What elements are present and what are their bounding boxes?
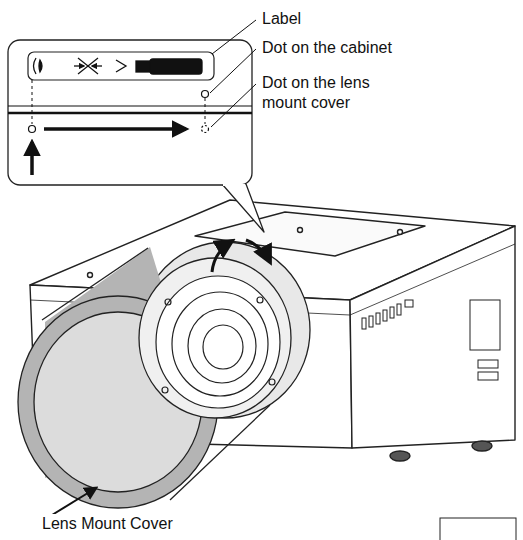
up-arrow <box>30 142 34 175</box>
cabinet-dot <box>202 91 209 98</box>
alignment-guide <box>205 98 206 124</box>
side-face <box>350 226 515 448</box>
label-icons <box>34 58 203 74</box>
foot <box>390 451 410 461</box>
rotation-arrows <box>212 240 270 272</box>
callout-label: Label <box>260 9 303 29</box>
cover-dot <box>29 126 36 133</box>
alignment-guide <box>32 80 33 124</box>
inset-callout <box>8 40 264 232</box>
foot <box>472 441 492 451</box>
label-strip <box>28 52 214 80</box>
lens <box>156 276 280 408</box>
screw <box>398 230 403 235</box>
vent-slats <box>362 300 413 329</box>
pointer-arrow <box>52 488 96 515</box>
body-edge <box>350 244 515 315</box>
page-box <box>440 518 516 540</box>
cover-edge <box>8 112 252 115</box>
callout-label: Dot on the lens mount cover <box>260 73 392 113</box>
cover-dot-target <box>202 126 209 133</box>
part-name: Lens Mount Cover <box>40 514 175 534</box>
callout-label: Dot on the cabinet <box>260 38 394 58</box>
lens-mount <box>140 242 310 418</box>
leader-lines <box>210 20 256 127</box>
screw <box>298 228 303 233</box>
cabinet-edge <box>8 105 252 106</box>
lens-mount-cover <box>18 247 291 508</box>
turn-arrow <box>44 127 186 131</box>
side-buttons <box>470 300 500 380</box>
screw <box>88 273 93 278</box>
